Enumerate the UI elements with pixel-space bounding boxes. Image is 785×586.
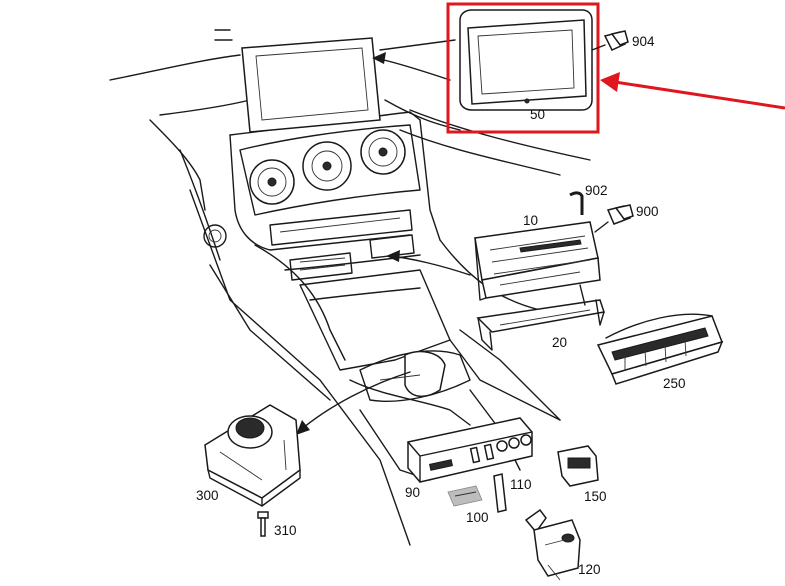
label-250: 250	[663, 376, 686, 391]
part-50-display	[459, 9, 593, 111]
label-310: 310	[274, 523, 297, 538]
dashboard-switch-rows	[269, 209, 415, 281]
label-90: 90	[405, 485, 420, 500]
label-150: 150	[584, 489, 607, 504]
part-300-controller	[204, 404, 301, 507]
part-10-control-unit	[474, 221, 601, 301]
label-100: 100	[466, 510, 489, 525]
label-50: 50	[530, 107, 545, 122]
air-vents	[239, 124, 421, 216]
arrows	[296, 52, 471, 435]
part-900-connector	[594, 204, 634, 233]
label-120: 120	[578, 562, 601, 577]
console-shifter	[359, 350, 471, 402]
labels: 904 50 902 10 900 20 250 300 310 90 110 …	[196, 34, 686, 577]
part-20-bracket	[476, 284, 605, 351]
part-902-cable	[569, 191, 584, 215]
part-250-switch-panel	[596, 313, 724, 385]
label-10: 10	[523, 213, 538, 228]
dashboard-outline	[109, 29, 591, 546]
label-902: 902	[585, 183, 608, 198]
part-100-card	[447, 485, 483, 507]
label-110: 110	[510, 477, 532, 492]
dashboard-display	[241, 37, 381, 133]
part-904-connector	[591, 30, 629, 51]
label-900: 900	[636, 204, 659, 219]
part-150-socket	[557, 445, 599, 487]
part-120-port	[524, 508, 581, 581]
label-20: 20	[552, 335, 567, 350]
highlight-callout	[446, 2, 785, 134]
part-310-bolt	[257, 511, 269, 537]
label-300: 300	[196, 488, 219, 503]
label-904: 904	[632, 34, 655, 49]
part-90-media-unit	[407, 417, 533, 483]
part-110-strip	[493, 473, 507, 513]
